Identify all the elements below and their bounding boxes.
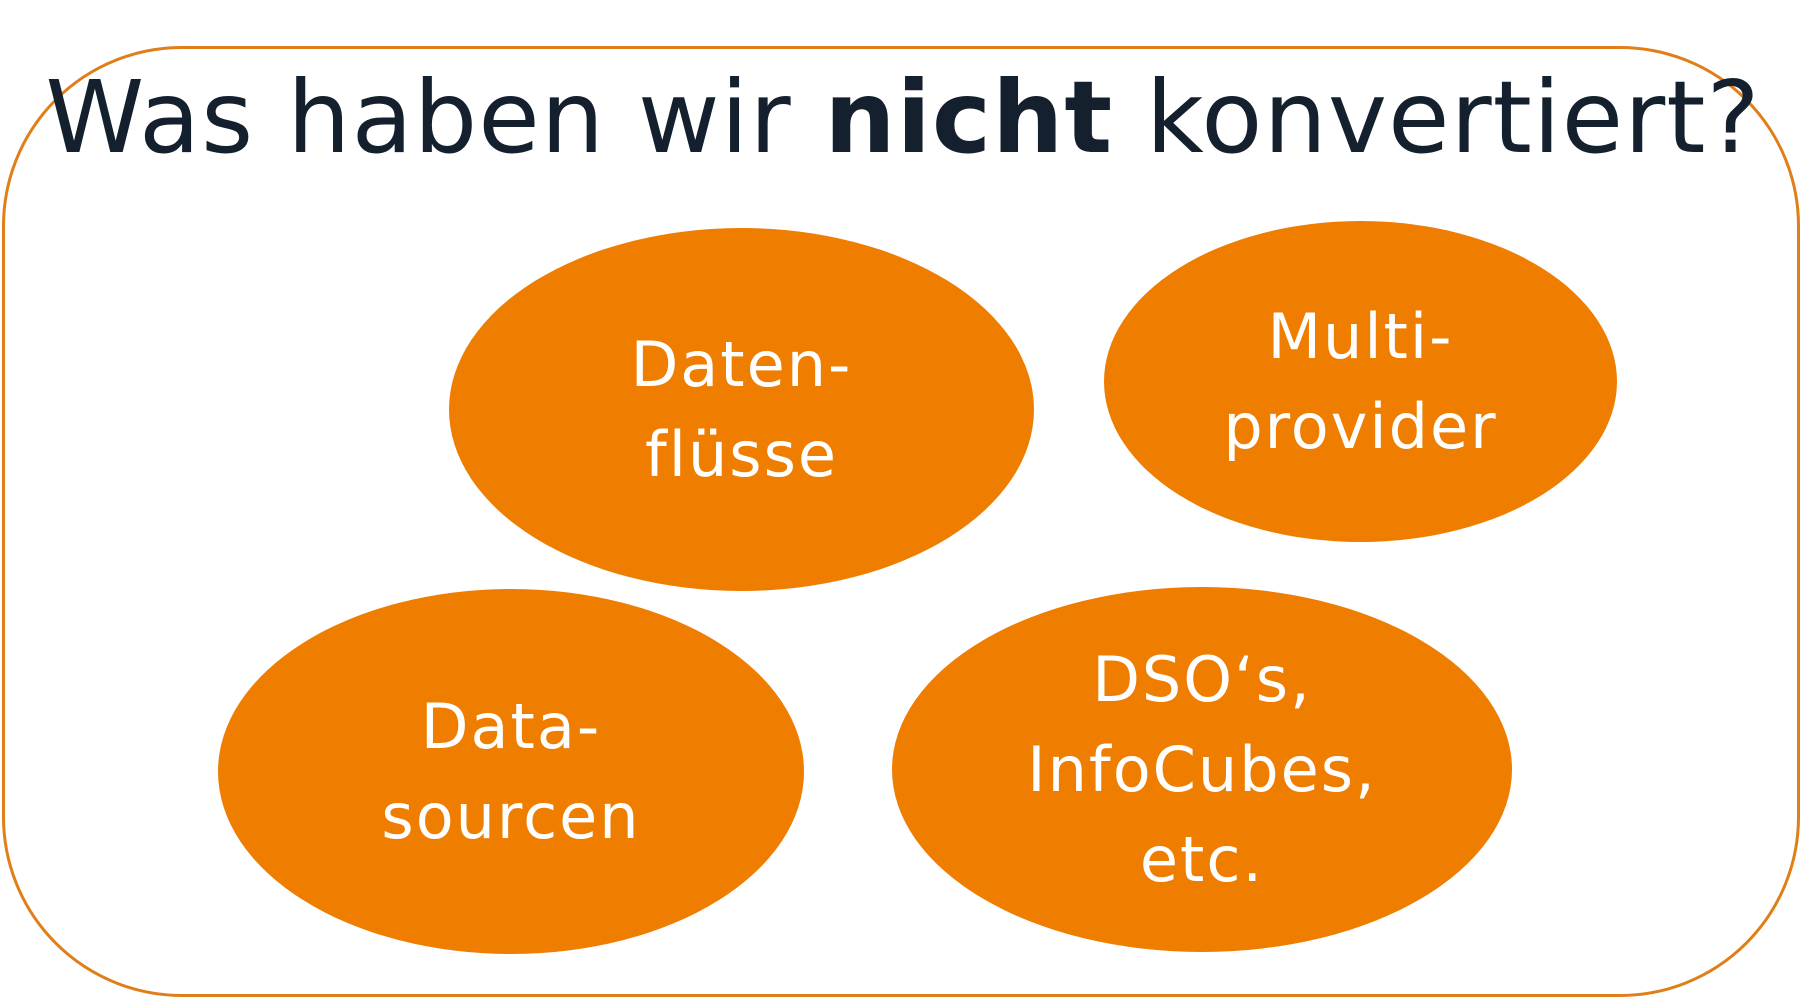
title-emphasis: nicht	[824, 59, 1114, 176]
title-part-after: konvertiert?	[1113, 59, 1761, 176]
bubble-label: DSO‘s, InfoCubes, etc.	[1027, 642, 1377, 896]
title-part-before: Was haben wir	[45, 59, 825, 176]
bubble-dsos-infocubes: DSO‘s, InfoCubes, etc.	[892, 587, 1512, 952]
bubble-label: Daten- flüsse	[630, 327, 853, 491]
bubble-multiprovider: Multi- provider	[1104, 221, 1617, 542]
bubble-label: Multi- provider	[1223, 299, 1498, 463]
bubble-datenfluesse: Daten- flüsse	[449, 228, 1034, 591]
bubble-datasourcen: Data- sourcen	[218, 589, 804, 954]
slide-title: Was haben wir nicht konvertiert?	[0, 58, 1806, 178]
bubble-label: Data- sourcen	[381, 689, 641, 853]
